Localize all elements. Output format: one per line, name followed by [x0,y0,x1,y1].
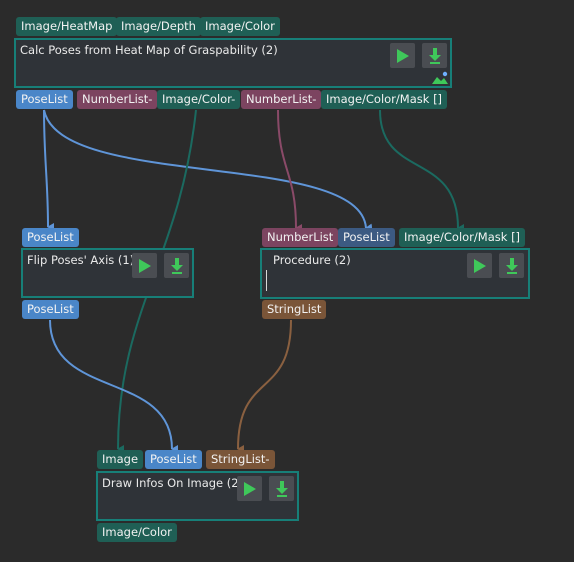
node-draw-infos-title: Draw Infos On Image (2) [102,476,244,490]
play-icon [473,258,486,273]
play-icon [138,258,151,273]
node-flip-poses[interactable]: Flip Poses' Axis (1) [21,248,194,298]
draw-download-button[interactable] [269,476,294,501]
wire-string-to-draw [237,319,292,454]
play-icon [243,481,256,496]
procedure-input-numberlist[interactable]: NumberList [262,228,339,247]
procedure-input-mask[interactable]: Image/Color/Mask [] [399,228,526,247]
calc-input-heatmap[interactable]: Image/HeatMap [16,17,118,36]
procedure-output-stringlist[interactable]: StringList [262,300,327,319]
calc-output-poselist[interactable]: PoseList [16,90,73,109]
flip-input-poselist[interactable]: PoseList [22,228,79,247]
procedure-text-caret [266,270,267,291]
node-calc-poses-title: Calc Poses from Heat Map of Graspability… [20,43,278,57]
procedure-run-button[interactable] [467,253,492,278]
download-icon [428,47,441,64]
calc-output-numberlist-2[interactable]: NumberList- [241,90,322,109]
calc-download-button[interactable] [422,43,447,68]
wire-pose-to-flip [43,109,55,231]
wire-mask-to-procedure [379,109,465,232]
calc-output-numberlist-1[interactable]: NumberList- [77,90,158,109]
draw-input-poselist[interactable]: PoseList [145,450,202,469]
node-calc-poses[interactable]: Calc Poses from Heat Map of Graspability… [14,38,452,88]
wire-number-to-procedure [277,109,303,232]
draw-input-image[interactable]: Image [97,450,144,469]
procedure-input-poselist[interactable]: PoseList [338,228,395,247]
procedure-download-button[interactable] [499,253,524,278]
draw-output-image-color[interactable]: Image/Color [97,523,177,542]
calc-input-depth[interactable]: Image/Depth [116,17,201,36]
flip-run-button[interactable] [132,253,157,278]
node-flip-poses-title: Flip Poses' Axis (1) [27,253,135,267]
download-icon [505,257,518,274]
flip-download-button[interactable] [164,253,189,278]
play-icon [396,48,409,63]
wire-flip-to-draw [49,319,179,453]
calc-run-button[interactable] [390,43,415,68]
calc-output-mask[interactable]: Image/Color/Mask [] [321,90,448,109]
download-icon [170,257,183,274]
draw-run-button[interactable] [237,476,262,501]
wire-pose-to-procedure [43,109,373,232]
flip-output-poselist[interactable]: PoseList [22,300,79,319]
node-procedure[interactable]: Procedure (2) [260,248,530,299]
calc-output-image-color[interactable]: Image/Color- [157,90,241,109]
draw-input-stringlist[interactable]: StringList- [206,450,275,469]
chart-status-icon [432,71,448,84]
node-draw-infos[interactable]: Draw Infos On Image (2) [96,471,299,521]
download-icon [275,480,288,497]
calc-input-color[interactable]: Image/Color [200,17,280,36]
node-procedure-title: Procedure (2) [273,253,351,267]
